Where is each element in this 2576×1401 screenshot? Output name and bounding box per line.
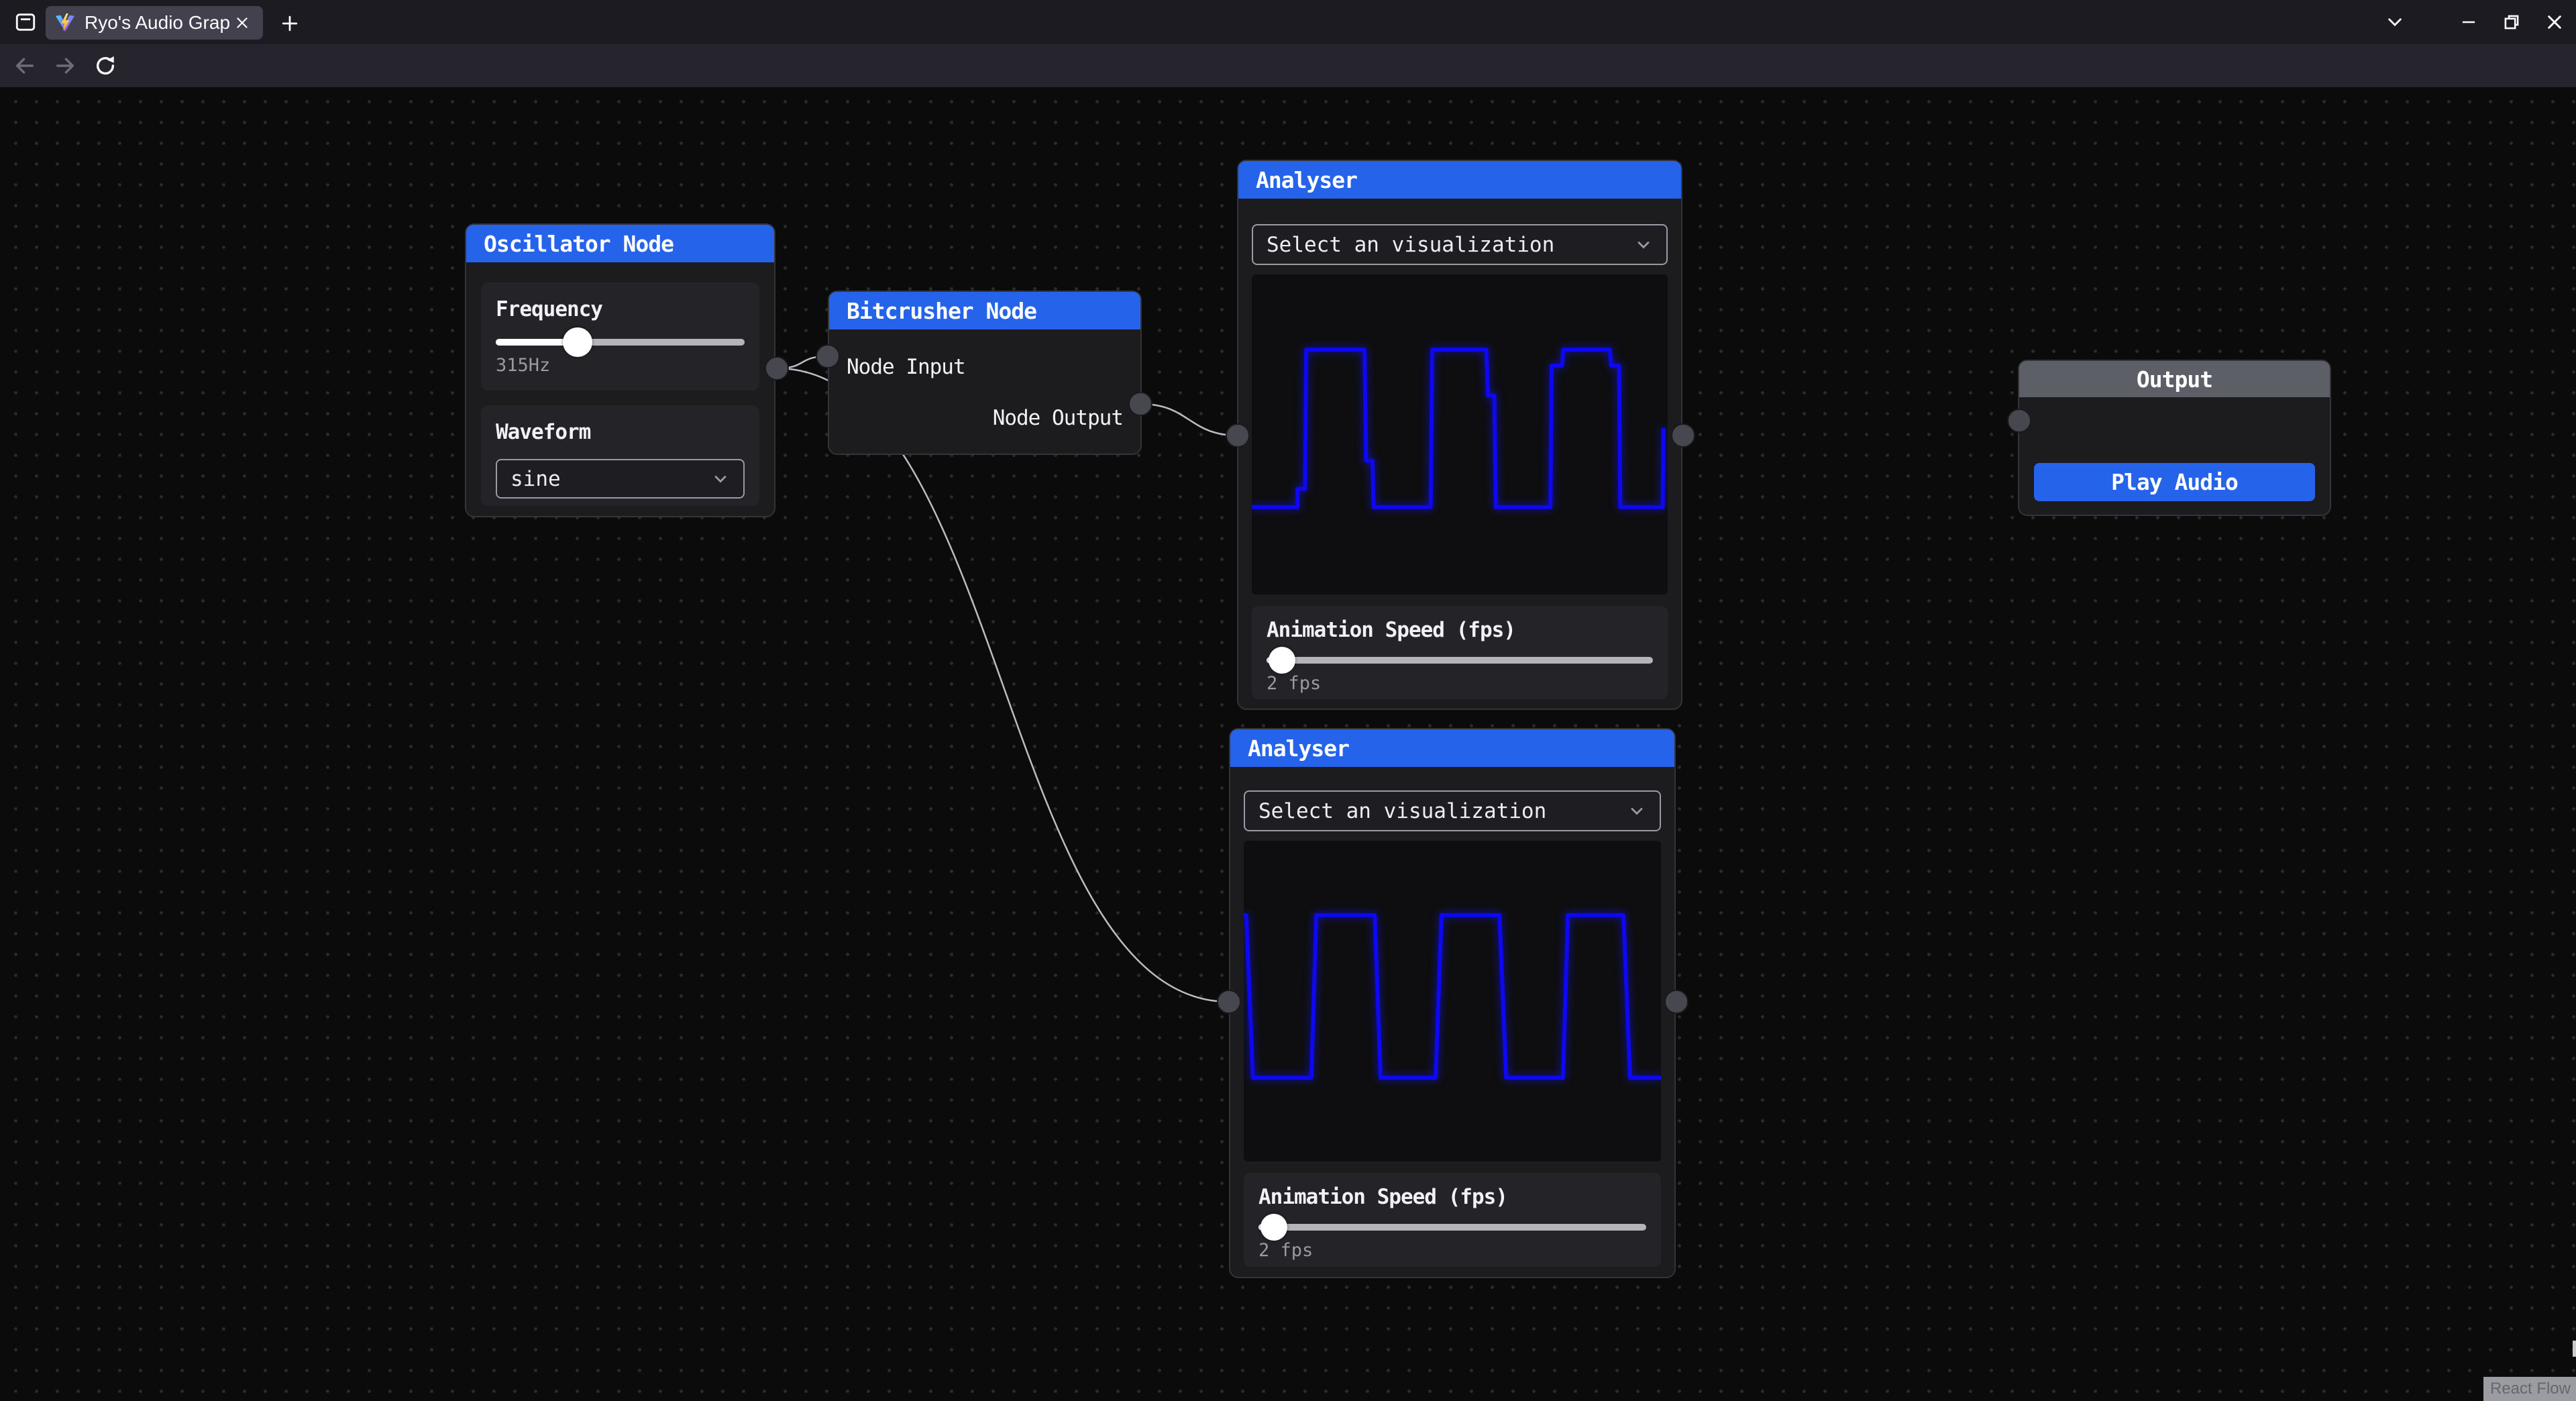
vite-favicon <box>55 13 75 32</box>
analyser-top-oscilloscope <box>1252 274 1668 594</box>
node-analyser-bottom-title: Analyser <box>1248 735 1350 762</box>
chevron-down-icon <box>714 475 727 482</box>
browser-tab[interactable]: Ryo's Audio Graph <box>46 6 263 40</box>
analyser-top-speed-panel: Animation Speed (fps) 2 fps <box>1252 606 1668 699</box>
node-oscillator-header[interactable]: Oscillator Node <box>466 225 774 262</box>
reload-button[interactable] <box>90 50 121 81</box>
node-output-title: Output <box>2136 366 2213 393</box>
minimize-icon <box>2462 21 2475 23</box>
node-output[interactable]: Output Play Audio <box>2018 360 2331 516</box>
handle-bitcrusher-output[interactable] <box>1128 392 1152 416</box>
frequency-slider-fill <box>496 339 578 346</box>
analyser-top-waveform-trace <box>1252 274 1668 594</box>
back-arrow-icon <box>15 58 34 74</box>
back-button[interactable] <box>9 50 40 81</box>
waveform-panel: Waveform sine <box>481 405 759 506</box>
analyser-top-visualization-select[interactable]: Select an visualization <box>1252 224 1668 265</box>
handle-analyser-bottom-input[interactable] <box>1217 990 1241 1014</box>
browser-titlebar: Ryo's Audio Graph <box>0 0 2576 44</box>
frequency-label: Frequency <box>496 297 603 321</box>
frequency-value: 315Hz <box>496 355 551 376</box>
new-tab-button[interactable] <box>276 10 303 37</box>
analyser-bottom-speed-value: 2 fps <box>1258 1240 1313 1261</box>
node-oscillator[interactable]: Oscillator Node Frequency 315Hz Waveform… <box>465 223 775 517</box>
node-analyser-bottom[interactable]: Analyser Select an visualization Animati… <box>1229 728 1676 1278</box>
analyser-top-speed-label: Animation Speed (fps) <box>1267 618 1516 642</box>
bitcrusher-input-label: Node Input <box>847 355 966 379</box>
chevron-down-icon <box>2388 18 2402 27</box>
forward-arrow-icon <box>56 58 74 74</box>
tab-close-button[interactable] <box>231 11 254 34</box>
analyser-bottom-speed-label: Animation Speed (fps) <box>1258 1185 1508 1209</box>
frequency-slider[interactable] <box>496 327 745 357</box>
analyser-top-speed-value: 2 fps <box>1267 673 1322 694</box>
firefox-view-button[interactable] <box>8 5 43 40</box>
node-analyser-bottom-header[interactable]: Analyser <box>1230 729 1674 767</box>
analyser-bottom-speed-slider-thumb[interactable] <box>1260 1214 1288 1241</box>
close-icon <box>237 17 248 28</box>
browser-navbar: http://localhost:5173 120% N <box>0 44 2576 127</box>
window-minimize-button[interactable] <box>2447 2 2490 42</box>
bitcrusher-output-label: Node Output <box>992 406 1124 430</box>
analyser-bottom-select-value: Select an visualization <box>1258 798 1547 823</box>
frequency-slider-thumb[interactable] <box>563 327 593 357</box>
handle-output-input[interactable] <box>2007 409 2031 433</box>
analyser-bottom-oscilloscope <box>1244 841 1661 1161</box>
reactflow-attribution[interactable]: React Flow <box>2483 1377 2576 1401</box>
node-bitcrusher-header[interactable]: Bitcrusher Node <box>829 292 1140 329</box>
analyser-top-speed-slider-thumb[interactable] <box>1269 647 1296 674</box>
firefox-view-icon <box>15 13 36 31</box>
analyser-bottom-speed-panel: Animation Speed (fps) 2 fps <box>1244 1173 1661 1267</box>
forward-button[interactable] <box>50 50 80 81</box>
analyser-bottom-visualization-select[interactable]: Select an visualization <box>1244 790 1661 831</box>
handle-oscillator-output[interactable] <box>765 356 789 380</box>
analyser-bottom-waveform-trace <box>1244 841 1661 1161</box>
analyser-top-speed-slider[interactable] <box>1267 647 1653 674</box>
node-analyser-top-header[interactable]: Analyser <box>1238 161 1681 199</box>
node-bitcrusher-title: Bitcrusher Node <box>847 297 1037 324</box>
window-close-button[interactable] <box>2533 2 2576 42</box>
analyser-top-select-value: Select an visualization <box>1267 232 1555 257</box>
scrollbar-sliver <box>2573 1341 2576 1357</box>
handle-bitcrusher-input[interactable] <box>816 344 840 368</box>
handle-analyser-top-output[interactable] <box>1671 423 1695 448</box>
restore-icon <box>2504 15 2519 30</box>
play-audio-button[interactable]: Play Audio <box>2034 463 2315 501</box>
node-output-header[interactable]: Output <box>2019 361 2330 397</box>
waveform-select[interactable]: sine <box>496 459 745 499</box>
waveform-select-value: sine <box>511 466 561 491</box>
plus-icon <box>282 15 298 32</box>
waveform-label: Waveform <box>496 420 591 444</box>
close-icon <box>2548 15 2561 29</box>
list-all-tabs-button[interactable] <box>2373 2 2416 42</box>
tab-title: Ryo's Audio Graph <box>85 12 231 33</box>
handle-analyser-bottom-output[interactable] <box>1664 990 1688 1014</box>
node-analyser-top[interactable]: Analyser Select an visualization Animati… <box>1237 160 1682 710</box>
reload-icon <box>96 56 115 75</box>
chevron-down-icon <box>1638 241 1650 248</box>
chevron-down-icon <box>1631 807 1643 815</box>
node-bitcrusher[interactable]: Bitcrusher Node Node Input Node Output <box>828 291 1142 455</box>
node-oscillator-title: Oscillator Node <box>484 230 674 257</box>
node-analyser-top-title: Analyser <box>1256 166 1358 193</box>
handle-analyser-top-input[interactable] <box>1226 423 1250 448</box>
frequency-panel: Frequency 315Hz <box>481 282 759 391</box>
window-restore-button[interactable] <box>2490 2 2533 42</box>
analyser-bottom-speed-slider[interactable] <box>1258 1214 1646 1241</box>
